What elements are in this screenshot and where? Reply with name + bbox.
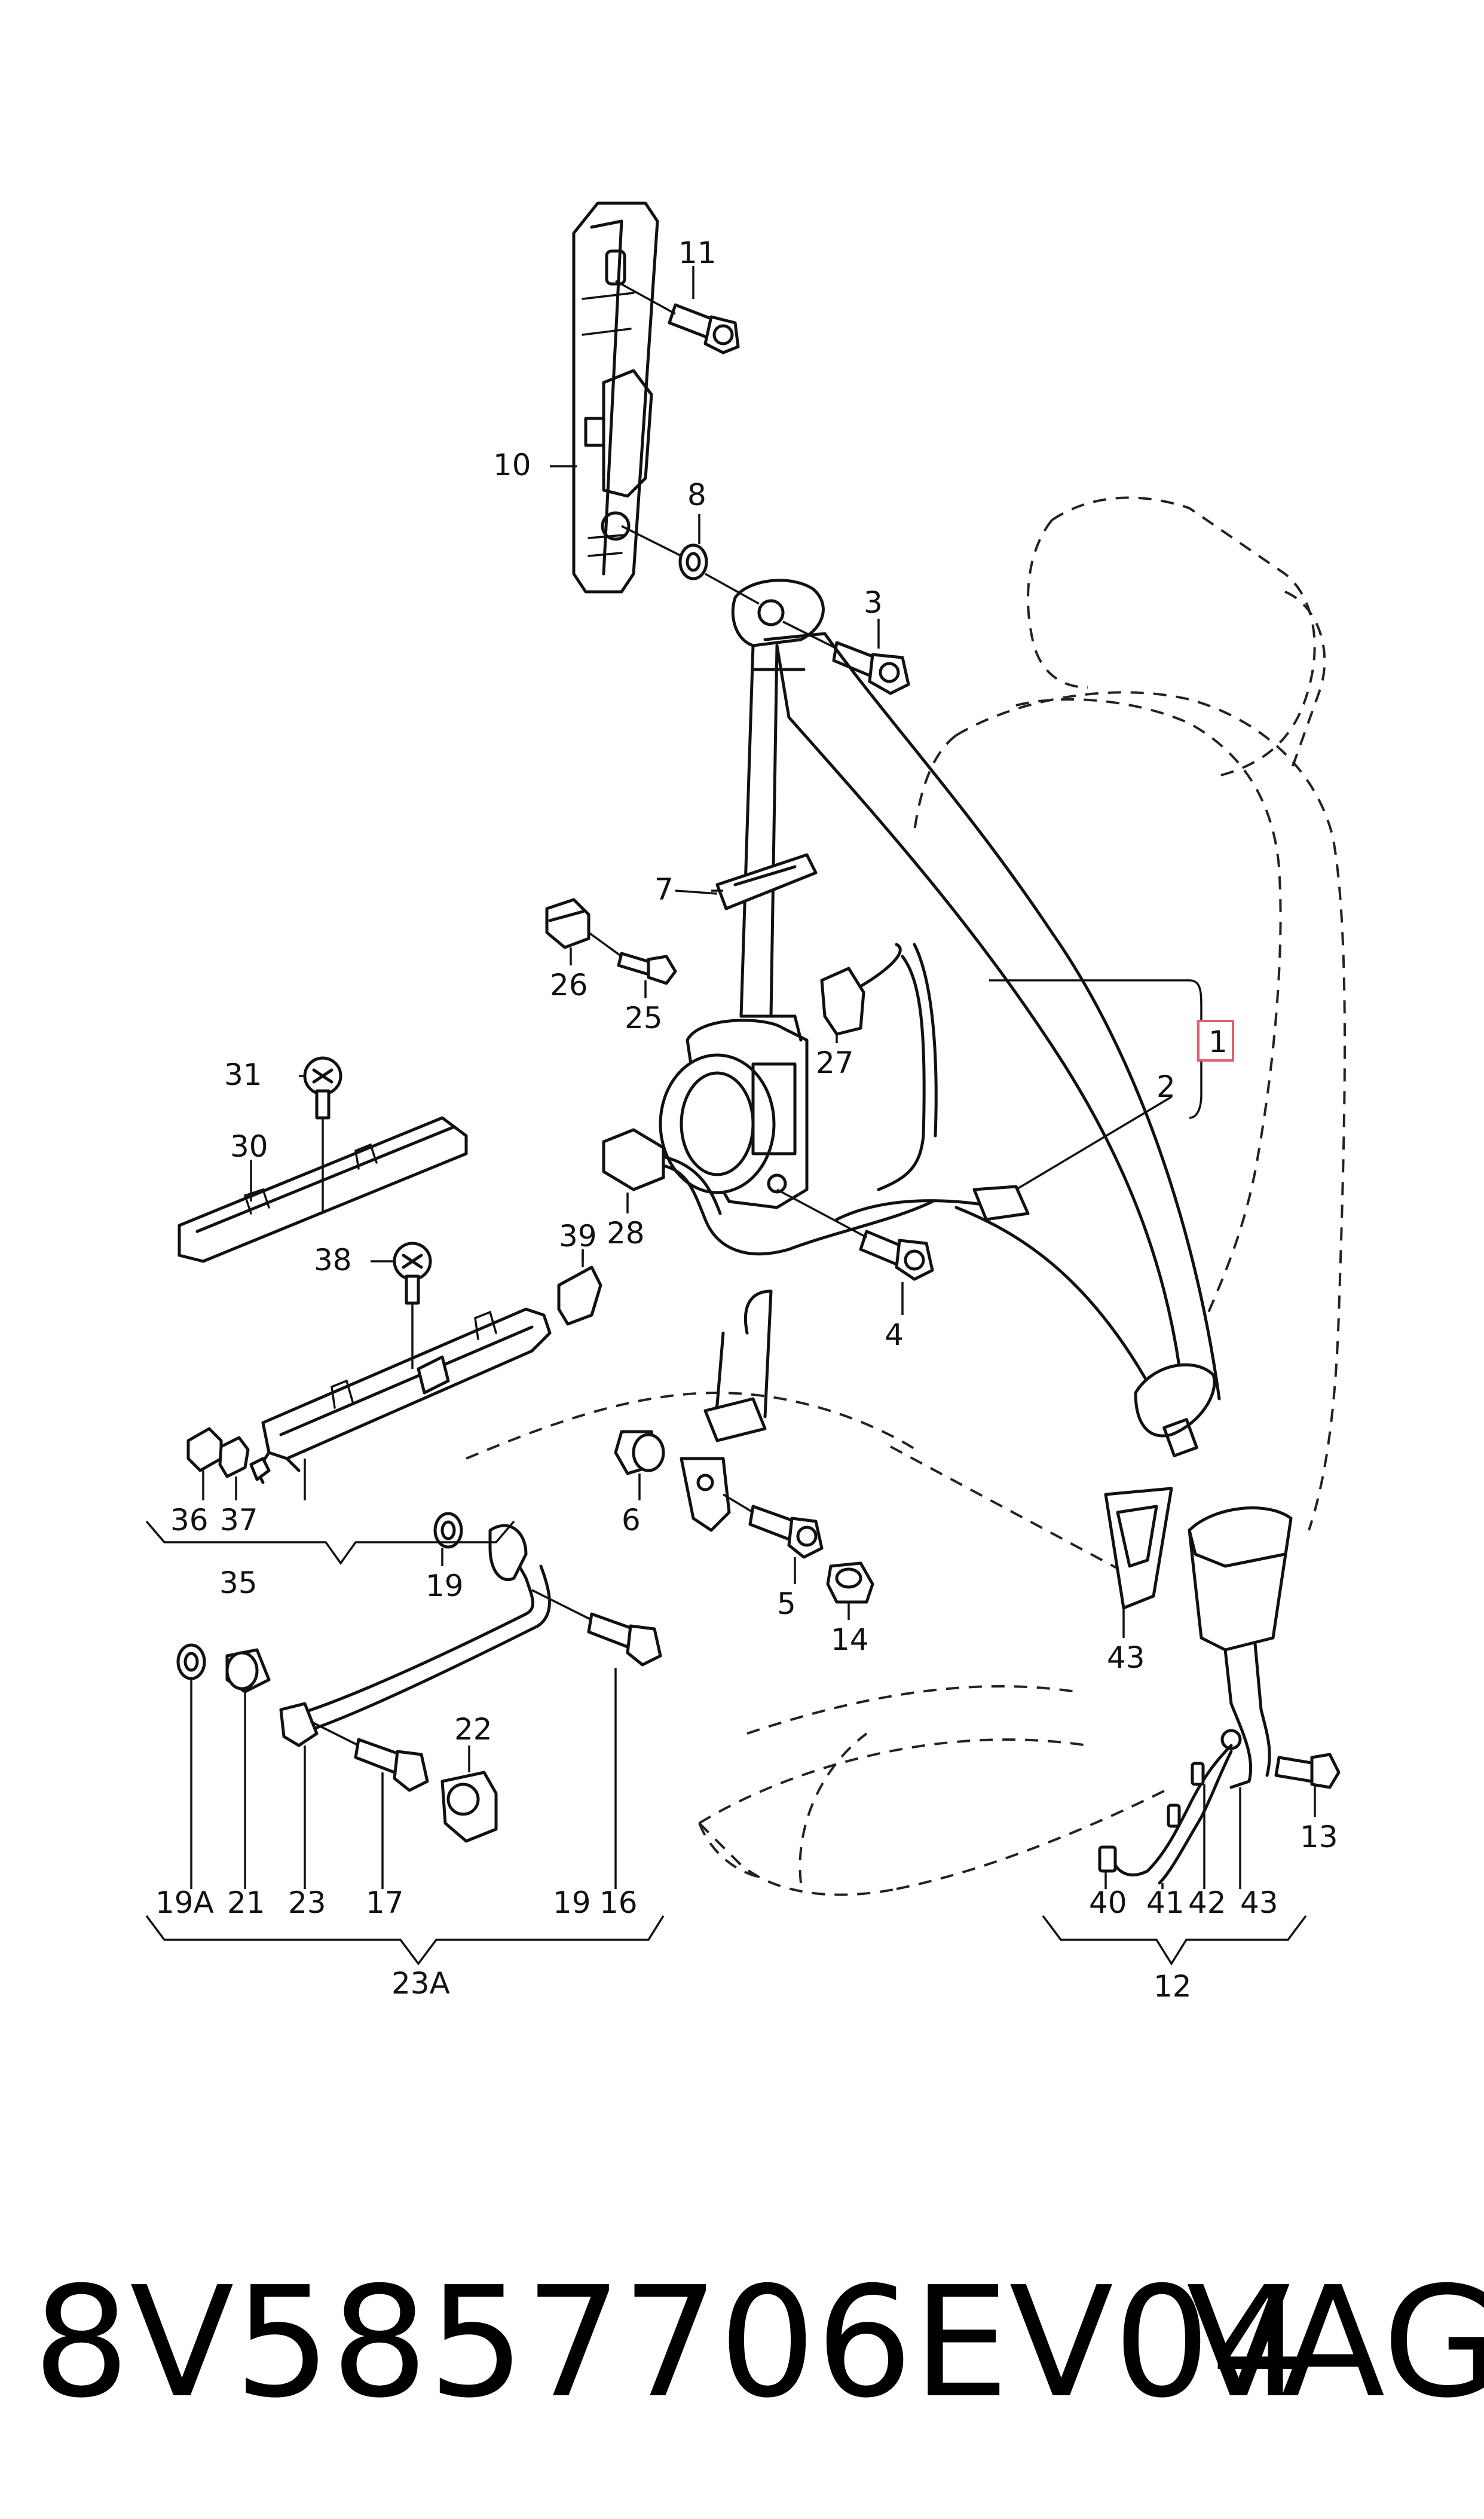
label-14: 14 xyxy=(831,1622,869,1657)
screw-31 xyxy=(303,1056,342,1213)
label-22: 22 xyxy=(454,1712,492,1747)
label-17: 17 xyxy=(366,1885,404,1920)
washer-8 xyxy=(621,514,708,580)
belt-guide-7 xyxy=(675,853,818,910)
label-19A: 19A xyxy=(155,1885,214,1920)
brand-name: VAG xyxy=(1186,2254,1484,2432)
label-25: 25 xyxy=(625,1001,663,1035)
bolt-13 xyxy=(1274,1753,1341,1789)
label-43a: 43 xyxy=(1107,1640,1145,1675)
belt-webbing xyxy=(739,632,1221,1401)
label-5: 5 xyxy=(777,1586,796,1621)
item-1-highlight xyxy=(1197,1020,1234,1062)
cap-36 xyxy=(186,1427,223,1472)
label-4: 4 xyxy=(885,1317,904,1352)
spacer-21 xyxy=(225,1648,271,1693)
label-1: 1 xyxy=(1208,1025,1228,1059)
washer-19A xyxy=(176,1643,206,1680)
label-39: 39 xyxy=(559,1219,597,1254)
label-26: 26 xyxy=(550,968,588,1002)
upper-belt-guide xyxy=(705,573,825,647)
bolt-4 xyxy=(776,1188,934,1281)
group-brackets xyxy=(145,1520,1307,1966)
bolt-11 xyxy=(615,280,740,354)
footer: 8V5857706EV04 VAG xyxy=(0,2254,1484,2433)
clip-26 xyxy=(545,898,590,949)
label-6: 6 xyxy=(622,1503,641,1537)
height-adjuster-rail xyxy=(572,201,659,594)
label-13: 13 xyxy=(1300,1820,1338,1854)
label-19a: 19 xyxy=(426,1569,464,1603)
label-21: 21 xyxy=(227,1885,265,1920)
lower-anchor xyxy=(680,1289,773,1532)
label-16: 16 xyxy=(599,1885,638,1920)
cap-39 xyxy=(557,1249,602,1326)
label-31: 31 xyxy=(224,1057,262,1092)
belt-clip-2 xyxy=(972,1185,1030,1221)
bolt-17 xyxy=(310,1720,429,1792)
nut-14 xyxy=(826,1561,874,1604)
label-7: 7 xyxy=(654,872,674,907)
label-38: 38 xyxy=(314,1243,352,1277)
tongue-plate xyxy=(1134,1363,1216,1457)
label-42: 42 xyxy=(1188,1885,1226,1920)
label-28: 28 xyxy=(607,1216,645,1251)
washer-19-upper xyxy=(433,1512,463,1549)
part-number: 8V5857706EV04 xyxy=(33,2254,1308,2432)
bolt-5 xyxy=(723,1493,824,1559)
label-23A: 23A xyxy=(391,1966,450,2001)
bolt-16 xyxy=(531,1589,662,1667)
label-8: 8 xyxy=(687,478,706,512)
label-43b: 43 xyxy=(1240,1885,1278,1920)
cap-22 xyxy=(440,1771,498,1843)
seat-outline xyxy=(466,496,1346,1896)
screw-38 xyxy=(393,1242,432,1369)
label-10: 10 xyxy=(493,448,531,482)
label-40: 40 xyxy=(1089,1885,1127,1920)
label-37: 37 xyxy=(220,1503,258,1537)
label-11: 11 xyxy=(678,236,717,270)
bar-23 xyxy=(279,1524,551,1747)
callout-labels: 1 2 3 4 5 6 7 8 10 11 12 13 14 16 17 19 … xyxy=(155,236,1338,2004)
buckle-43 xyxy=(1104,1487,1173,1610)
label-30: 30 xyxy=(230,1129,268,1164)
screw-25 xyxy=(588,931,677,985)
retractor xyxy=(659,1014,809,1209)
spacer-6 xyxy=(614,1430,665,1475)
cap-37 xyxy=(218,1436,271,1481)
label-41: 41 xyxy=(1146,1885,1185,1920)
label-3: 3 xyxy=(864,585,883,620)
buckle-12 xyxy=(1188,1506,1293,1789)
label-19b: 19 xyxy=(553,1885,591,1920)
label-12: 12 xyxy=(1153,1969,1192,2004)
label-35: 35 xyxy=(219,1566,258,1600)
rail-35 xyxy=(255,1307,552,1484)
label-27: 27 xyxy=(816,1045,854,1080)
sensor-plug-27 xyxy=(820,943,938,1191)
label-36: 36 xyxy=(170,1503,209,1537)
label-2: 2 xyxy=(1156,1069,1176,1104)
connector-28 xyxy=(602,1128,934,1256)
label-23: 23 xyxy=(288,1885,326,1920)
buckle-cable xyxy=(1098,1744,1233,1885)
